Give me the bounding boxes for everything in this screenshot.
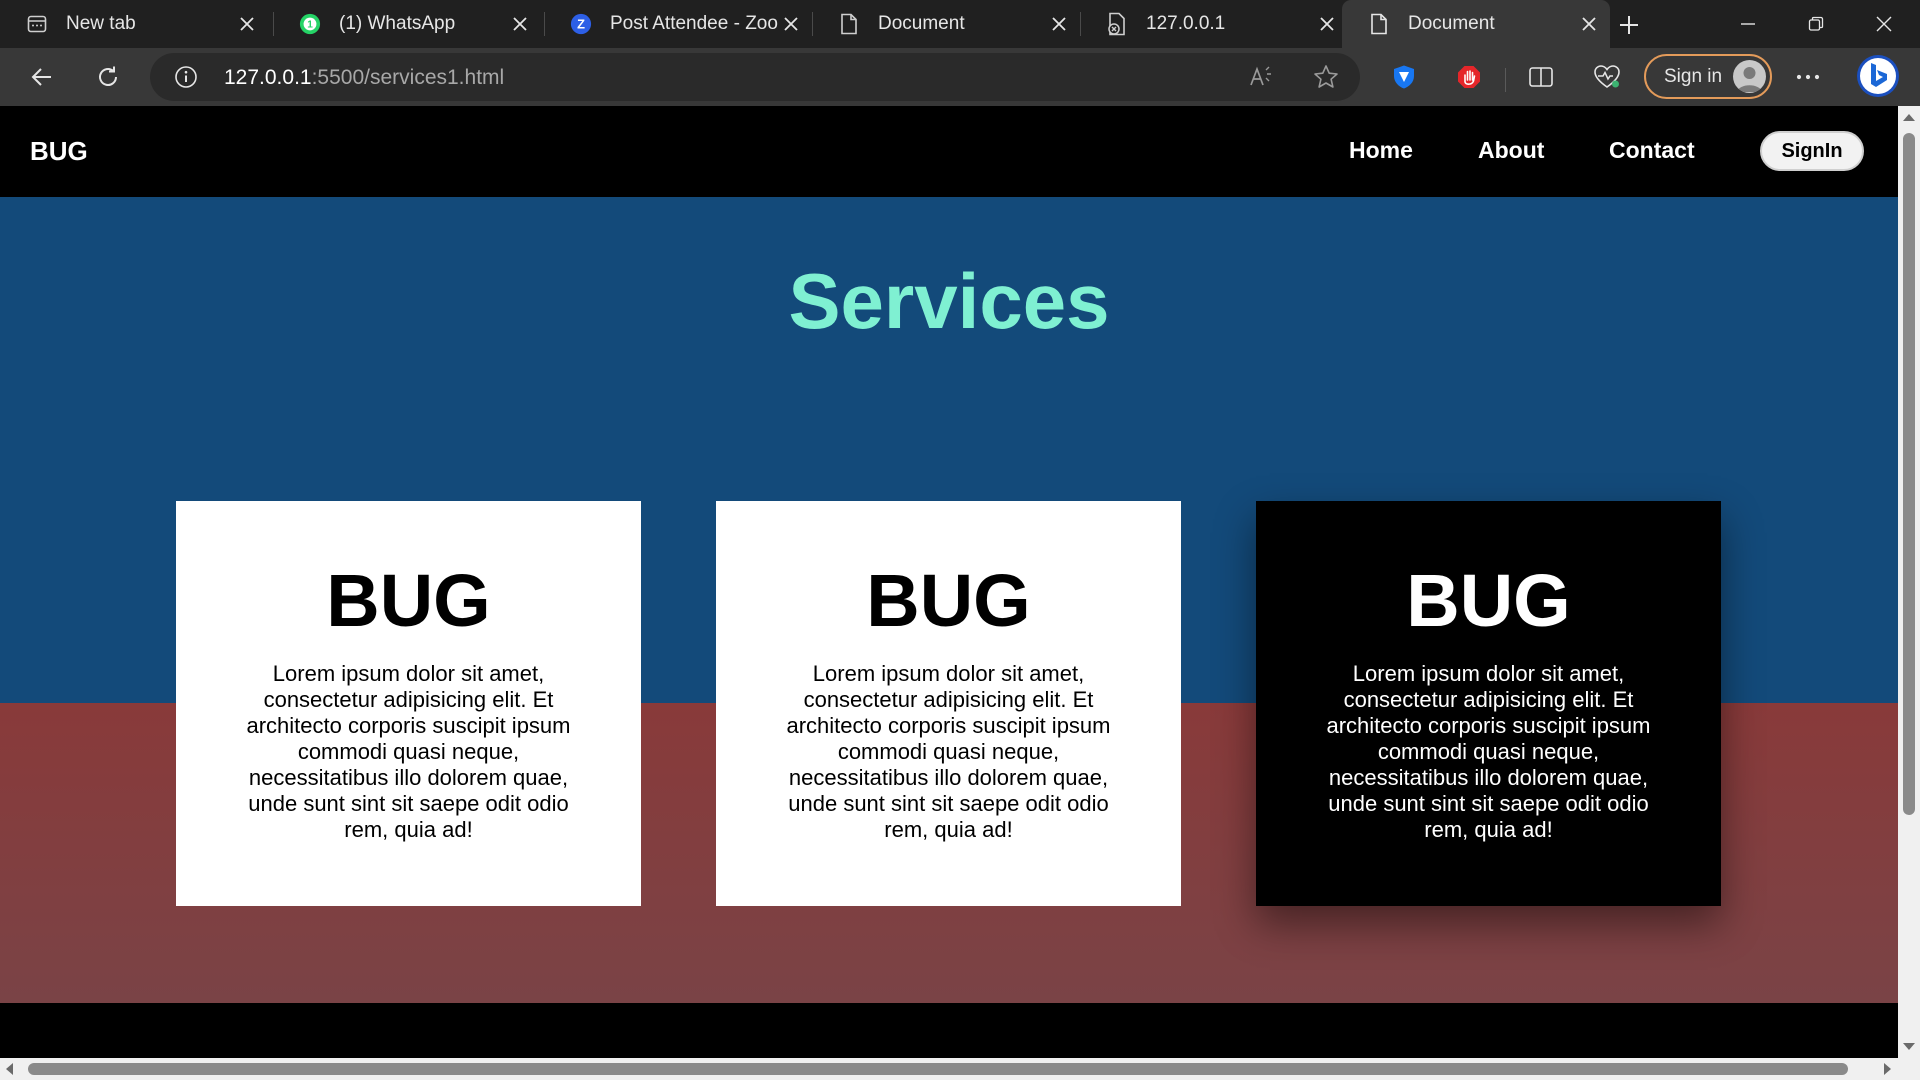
close-tab-icon[interactable] — [234, 11, 260, 37]
signin-button[interactable]: SignIn — [1760, 131, 1864, 171]
scroll-right-arrow-icon[interactable] — [1884, 1063, 1891, 1075]
split-screen-button[interactable] — [1521, 57, 1561, 97]
extension-shield-button[interactable] — [1384, 57, 1424, 97]
site-brand[interactable]: BUG — [30, 136, 88, 166]
service-card-hovered[interactable]: BUG Lorem ipsum dolor sit amet, consecte… — [1256, 501, 1721, 906]
tab-strip: New tab 1 (1) WhatsApp Z Post Attendee -… — [0, 0, 1920, 48]
favorite-button[interactable] — [1310, 61, 1342, 93]
card-body: Lorem ipsum dolor sit amet, consectetur … — [1326, 661, 1651, 842]
horizontal-scroll-thumb[interactable] — [28, 1063, 1848, 1075]
tab-title: Document — [878, 13, 965, 34]
tab-title: New tab — [66, 13, 136, 34]
site-navbar: BUG Home About Contact SignIn — [0, 106, 1898, 197]
horizontal-scrollbar[interactable] — [0, 1058, 1898, 1080]
scrollbar-corner — [1898, 1058, 1920, 1080]
page-title: Services — [788, 257, 1110, 345]
page-error-icon — [1106, 12, 1128, 36]
zoom-icon: Z — [570, 13, 592, 35]
heart-pulse-icon — [1594, 65, 1620, 88]
card-body: Lorem ipsum dolor sit amet, consectetur … — [246, 661, 571, 842]
back-button[interactable] — [22, 57, 62, 97]
url-path: :5500/services1.html — [311, 66, 505, 89]
read-aloud-icon — [1250, 66, 1271, 86]
browser-toolbar: 127.0.0.1:5500/services1.html Sign in — [0, 48, 1920, 106]
scroll-up-arrow-icon[interactable] — [1903, 114, 1915, 121]
footer-band — [0, 1003, 1898, 1058]
tab-divider — [1080, 12, 1081, 36]
minimize-icon — [1741, 23, 1755, 25]
svg-text:Z: Z — [577, 17, 585, 32]
tab-title: Document — [1408, 13, 1495, 34]
tab-title: Post Attendee - Zoom — [610, 13, 778, 34]
star-icon — [1314, 65, 1338, 88]
nav-about-link[interactable]: About — [1478, 137, 1545, 163]
toolbar-divider — [1505, 68, 1506, 92]
vertical-scrollbar[interactable] — [1898, 106, 1920, 1058]
close-tab-icon[interactable] — [1576, 11, 1602, 37]
read-aloud-button[interactable] — [1246, 61, 1278, 93]
close-window-button[interactable] — [1850, 0, 1918, 48]
tab-title: (1) WhatsApp — [339, 13, 456, 34]
url-text: 127.0.0.1:5500/services1.html — [224, 66, 504, 90]
close-icon — [1876, 16, 1892, 32]
close-tab-icon[interactable] — [778, 11, 804, 37]
shield-icon — [1394, 65, 1414, 89]
stop-hand-icon — [1458, 66, 1480, 88]
tab-whatsapp[interactable]: 1 (1) WhatsApp — [273, 0, 541, 48]
tab-document-active[interactable]: Document — [1342, 0, 1610, 48]
card-body: Lorem ipsum dolor sit amet, consectetur … — [786, 661, 1111, 842]
service-card[interactable]: BUG Lorem ipsum dolor sit amet, consecte… — [716, 501, 1181, 906]
service-card[interactable]: BUG Lorem ipsum dolor sit amet, consecte… — [176, 501, 641, 906]
vertical-scroll-thumb[interactable] — [1903, 133, 1915, 815]
svg-text:1: 1 — [307, 20, 313, 31]
bing-icon — [1857, 55, 1899, 97]
signin-label: Sign in — [1664, 66, 1723, 87]
scroll-left-arrow-icon[interactable] — [6, 1063, 13, 1075]
settings-menu-button[interactable] — [1788, 57, 1828, 97]
plus-icon — [1620, 16, 1638, 34]
tab-divider — [273, 12, 274, 36]
arrow-left-icon — [31, 68, 51, 86]
nav-home-link[interactable]: Home — [1349, 137, 1413, 163]
tab-divider — [812, 12, 813, 36]
site-info-icon[interactable] — [174, 65, 198, 89]
profile-icon — [1737, 67, 1762, 92]
whatsapp-icon: 1 — [299, 13, 321, 35]
address-bar[interactable]: 127.0.0.1:5500/services1.html — [150, 53, 1360, 101]
new-tab-page-icon — [26, 13, 48, 35]
extension-stop-button[interactable] — [1449, 57, 1489, 97]
close-tab-icon[interactable] — [1046, 11, 1072, 37]
bing-chat-button[interactable] — [1854, 52, 1902, 100]
avatar — [1733, 60, 1766, 93]
tab-title: 127.0.0.1 — [1146, 13, 1226, 34]
new-tab-button[interactable] — [1612, 8, 1646, 42]
close-tab-icon[interactable] — [1314, 11, 1340, 37]
refresh-icon — [99, 66, 117, 86]
document-icon — [1368, 13, 1390, 35]
restore-button[interactable] — [1782, 0, 1850, 48]
card-heading: BUG — [866, 559, 1031, 642]
close-tab-icon[interactable] — [507, 11, 533, 37]
card-heading: BUG — [1406, 559, 1571, 642]
tab-zoom[interactable]: Z Post Attendee - Zoom — [544, 0, 812, 48]
minimize-button[interactable] — [1714, 0, 1782, 48]
tab-localhost[interactable]: 127.0.0.1 — [1080, 0, 1348, 48]
more-icon — [1796, 74, 1820, 80]
page-viewport: BUG Home About Contact SignIn Services B… — [0, 106, 1898, 1058]
url-host: 127.0.0.1 — [224, 66, 312, 89]
scroll-down-arrow-icon[interactable] — [1903, 1043, 1915, 1050]
browser-essentials-button[interactable] — [1587, 57, 1627, 97]
tab-divider — [544, 12, 545, 36]
document-icon — [838, 13, 860, 35]
restore-icon — [1808, 16, 1824, 31]
browser-signin-button[interactable]: Sign in — [1644, 54, 1772, 99]
split-screen-icon — [1529, 67, 1553, 87]
refresh-button[interactable] — [88, 57, 128, 97]
tab-document[interactable]: Document — [812, 0, 1080, 48]
tab-new-tab[interactable]: New tab — [0, 0, 268, 48]
nav-contact-link[interactable]: Contact — [1609, 137, 1695, 163]
card-heading: BUG — [326, 559, 491, 642]
